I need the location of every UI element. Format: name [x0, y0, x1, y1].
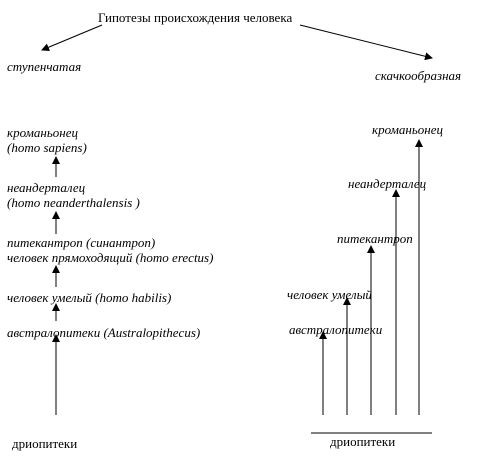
left-dryopithecus-label: дриопитеки [12, 436, 78, 451]
right-pithecanthropus-label: питекантроп [337, 231, 413, 246]
left-australopithecus-label: австралопитеки (Australopithecus) [7, 325, 201, 340]
left-cromagnon-block: кроманьонец (homo sapiens) [7, 125, 87, 155]
right-neanderthal-label: неандерталец [348, 176, 427, 191]
left-pithecanthropus-label: питекантроп (синантроп) [7, 235, 156, 250]
left-habilis-label: человек умелый (homo habilis) [7, 290, 172, 305]
right-australopithecus-label: австралопитеки [289, 322, 383, 337]
right-cromagnon-label: кроманьонец [372, 122, 443, 137]
arrow-title-to-stepwise [41, 24, 103, 51]
left-neanderthal-label: неандерталец [7, 180, 86, 195]
arrow-title-to-saltatory [299, 24, 433, 61]
right-dryopithecus-label: дриопитеки [330, 434, 396, 449]
left-neanderthal-latin: (homo neanderthalensis ) [7, 195, 140, 210]
left-cromagnon-latin: (homo sapiens) [7, 140, 87, 155]
right-habilis-label: человек умелый [287, 287, 372, 302]
left-erectus-label: человек прямоходящий (homo erectus) [7, 250, 214, 265]
saltatory-heading: скачкообразная [375, 68, 462, 83]
left-cromagnon-label: кроманьонец [7, 125, 78, 140]
left-neanderthal-block: неандерталец (homo neanderthalensis ) [7, 180, 140, 210]
stepwise-heading: ступенчатая [7, 59, 82, 74]
diagram-title: Гипотезы происхождения человека [98, 10, 293, 25]
left-pithecanthropus-block: питекантроп (синантроп) человек прямоход… [7, 235, 213, 265]
